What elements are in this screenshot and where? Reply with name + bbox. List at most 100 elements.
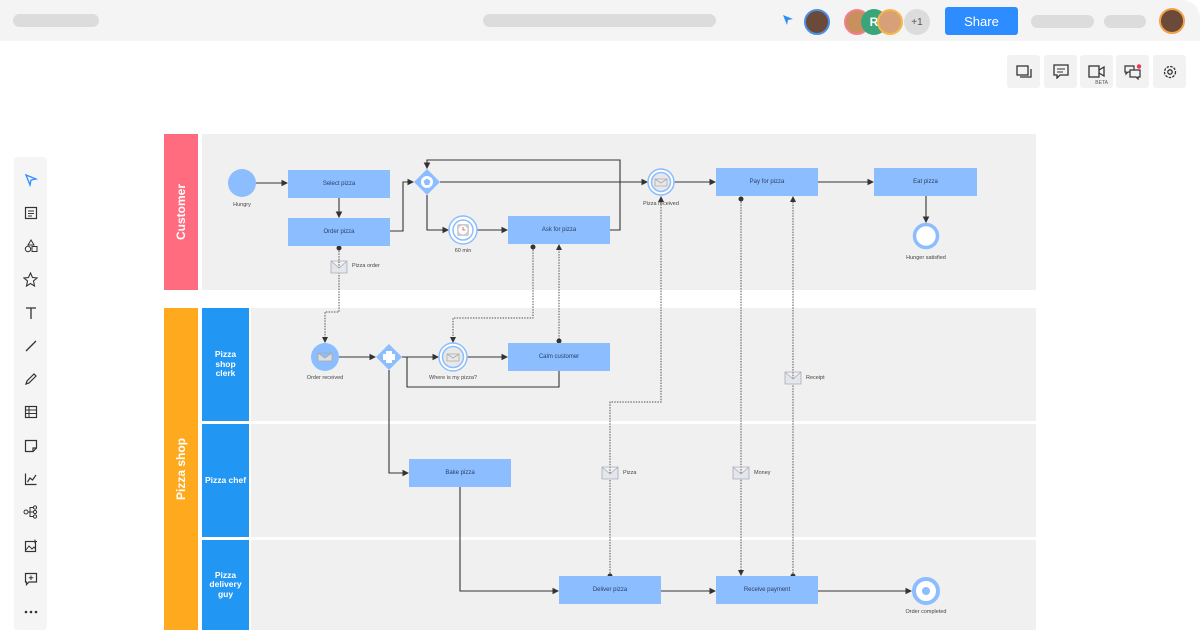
title-placeholder <box>483 14 716 27</box>
lane-label-clerk: Pizza shop clerk <box>202 308 249 421</box>
event-gateway <box>414 169 440 195</box>
timer-event <box>448 215 478 245</box>
more-tools[interactable] <box>14 600 47 624</box>
placeholder-button[interactable] <box>1104 15 1146 28</box>
comment-icon <box>1052 64 1069 79</box>
image-icon <box>24 539 37 553</box>
line-tool[interactable] <box>14 334 47 358</box>
event-label: 60 min <box>454 248 472 254</box>
mindmap-tool[interactable] <box>14 500 47 524</box>
shapes-icon <box>24 239 37 253</box>
where-is-my-pizza-event <box>438 342 468 372</box>
add-frame-icon <box>24 572 37 586</box>
top-bar: R +1 Share <box>0 0 1200 41</box>
lane-chef <box>251 424 1036 537</box>
frames-icon <box>1015 64 1032 78</box>
event-label: Order completed <box>905 609 947 615</box>
chart-icon <box>24 473 36 486</box>
chart-tool[interactable] <box>14 467 47 491</box>
more-collaborators[interactable]: +1 <box>904 9 930 35</box>
lane-clerk <box>251 308 1036 421</box>
end-event-hunger-satisfied <box>912 222 940 250</box>
comment-button[interactable] <box>1044 55 1077 88</box>
text-tool[interactable] <box>14 301 47 325</box>
pool-pizza-shop: Pizza shop <box>164 308 198 630</box>
add-frame-tool[interactable] <box>14 567 47 591</box>
left-toolbar <box>14 157 47 630</box>
task-deliver-pizza[interactable]: Deliver pizza <box>559 576 661 604</box>
end-event-order-completed <box>912 577 940 605</box>
parallel-gateway <box>376 344 402 370</box>
lane-label-delivery: Pizza delivery guy <box>202 540 249 630</box>
mindmap-icon <box>23 505 38 519</box>
task-select-pizza[interactable]: Select pizza <box>288 170 390 198</box>
select-tool[interactable] <box>14 168 47 192</box>
task-receive-payment[interactable]: Receive payment <box>716 576 818 604</box>
pen-icon <box>24 373 37 385</box>
shapes-tool[interactable] <box>14 234 47 258</box>
sequence-flow <box>426 195 450 234</box>
start-event-hungry <box>228 169 256 197</box>
message-label: Pizza order <box>352 263 380 269</box>
task-ask-for-pizza[interactable]: Ask for pizza <box>508 216 610 244</box>
more-icon <box>24 610 37 614</box>
order-received-event <box>311 343 339 371</box>
table-icon <box>24 405 37 419</box>
chat-icon <box>1123 63 1141 80</box>
settings-icon <box>1163 65 1176 78</box>
sticky-note-tool[interactable] <box>14 434 47 458</box>
star-icon <box>23 271 38 287</box>
sequence-flow <box>390 178 415 232</box>
table-tool[interactable] <box>14 400 47 424</box>
user-avatar[interactable] <box>1159 8 1185 34</box>
beta-badge: BETA <box>1095 80 1108 86</box>
task-calm-customer[interactable]: Calm customer <box>508 343 610 371</box>
task-pay-for-pizza[interactable]: Pay for pizza <box>716 168 818 196</box>
sequence-flow <box>459 487 560 595</box>
message-flow <box>609 196 664 576</box>
event-label: Order received <box>306 375 344 381</box>
sticky-note-icon <box>24 439 37 453</box>
video-button[interactable]: BETA <box>1080 55 1113 88</box>
avatar[interactable] <box>877 9 903 35</box>
sequence-flow <box>388 370 410 477</box>
image-tool[interactable] <box>14 534 47 558</box>
task-order-pizza[interactable]: Order pizza <box>288 218 390 246</box>
text-icon <box>25 307 36 319</box>
placeholder-button[interactable] <box>1031 15 1094 28</box>
line-icon <box>25 340 36 352</box>
message-flow <box>322 248 340 343</box>
task-eat-pizza[interactable]: Eat pizza <box>874 168 977 196</box>
share-button[interactable]: Share <box>945 7 1018 35</box>
avatar[interactable] <box>804 9 830 35</box>
templates-tool[interactable] <box>14 201 47 225</box>
message-label: Money <box>754 470 771 476</box>
pizza-received-event <box>647 168 675 196</box>
video-icon <box>1088 65 1105 78</box>
event-label: Pizza received <box>643 201 679 207</box>
event-label: Where is my pizza? <box>429 375 477 381</box>
lane-label-text: Pizza chef <box>204 474 247 485</box>
pool-customer: Customer <box>164 134 198 290</box>
event-label: Hungry <box>233 202 251 208</box>
envelope-icon <box>330 260 802 480</box>
event-label: Hunger satisfied <box>906 255 946 261</box>
stickers-tool[interactable] <box>14 267 47 291</box>
settings-button[interactable] <box>1153 55 1186 88</box>
lane-label-chef: Pizza chef <box>202 424 249 537</box>
message-flow <box>450 247 534 343</box>
cursor-icon <box>783 15 793 25</box>
select-icon <box>24 173 38 187</box>
lane-label-text: Pizza shop clerk <box>214 349 237 379</box>
sequence-flow <box>406 357 560 388</box>
pen-tool[interactable] <box>14 367 47 391</box>
frames-button[interactable] <box>1007 55 1040 88</box>
chat-button[interactable] <box>1116 55 1149 88</box>
board-name-placeholder[interactable] <box>13 14 99 27</box>
message-label: Pizza <box>623 470 637 476</box>
lane-label-text: Pizza delivery guy <box>209 569 242 599</box>
task-bake-pizza[interactable]: Bake pizza <box>409 459 511 487</box>
message-label: Receipt <box>806 375 825 381</box>
templates-icon <box>24 206 37 220</box>
